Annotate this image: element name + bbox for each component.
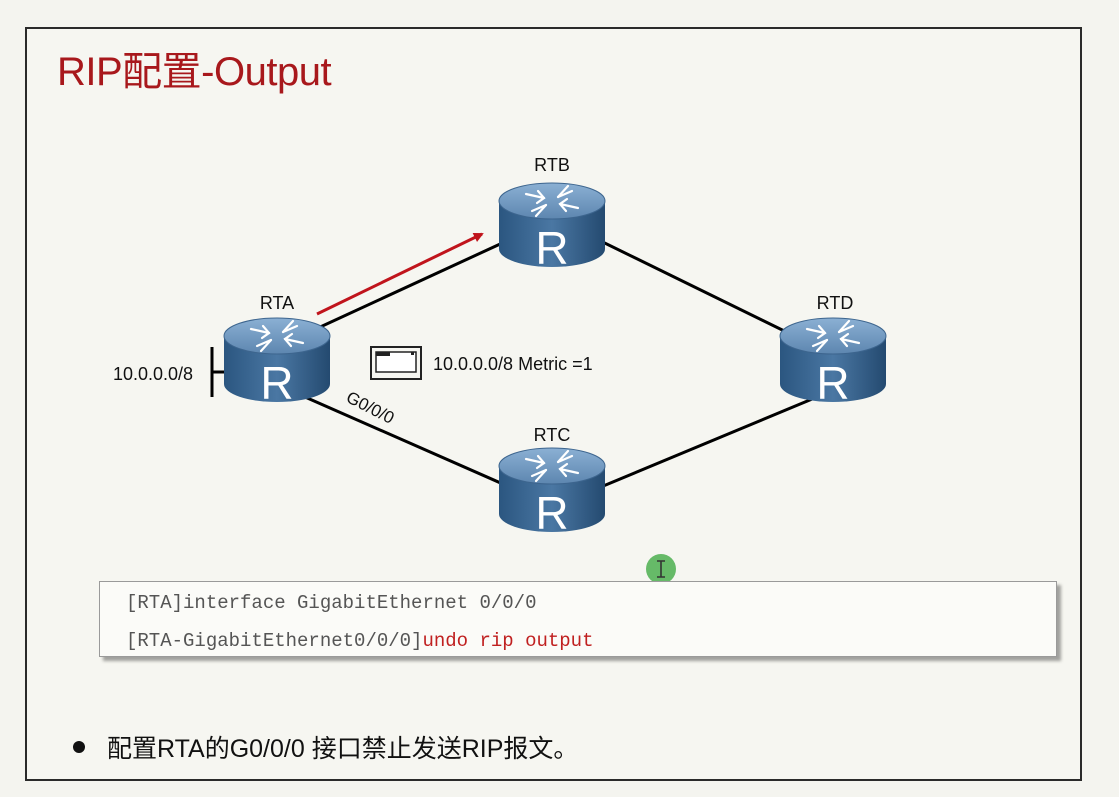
update-label: 10.0.0.0/8 Metric =1	[433, 354, 593, 374]
router-rtd-label: RTD	[817, 293, 854, 313]
command-line-1: [RTA]interface GigabitEthernet 0/0/0	[126, 592, 536, 614]
topology-diagram: R R R R RTA RTB RTC RTD 10.0.0.0/8 G0/0/…	[113, 155, 888, 584]
command-text-2: [RTA-GigabitEthernet0/0/0]	[126, 630, 423, 652]
command-text-1: [RTA]interface GigabitEthernet 0/0/0	[126, 592, 537, 614]
bullet-text: 配置RTA的G0/0/0 接口禁止发送RIP报文。	[107, 735, 579, 763]
slide-title: RIP配置-Output	[57, 50, 332, 94]
link-rtb-rtd	[571, 225, 818, 349]
link-rta-rtc	[304, 395, 538, 501]
network-label: 10.0.0.0/8	[113, 364, 193, 384]
router-rtb-label: RTB	[534, 155, 570, 175]
router-rtd-glyph: R	[816, 357, 849, 409]
text-cursor-icon	[646, 554, 676, 584]
command-line-2: [RTA-GigabitEthernet0/0/0]undo rip outpu…	[126, 630, 593, 652]
router-rta-glyph: R	[260, 357, 293, 409]
command-box: [RTA]interface GigabitEthernet 0/0/0 [RT…	[99, 581, 1057, 657]
interface-label: G0/0/0	[343, 388, 397, 428]
update-packet-icon	[370, 346, 422, 380]
bullet-item: 配置RTA的G0/0/0 接口禁止发送RIP报文。	[73, 729, 578, 765]
router-rtc-label: RTC	[534, 425, 571, 445]
router-rtb-glyph: R	[535, 222, 568, 274]
router-rta-label: RTA	[260, 293, 294, 313]
slide-frame: RIP配置-Output	[25, 27, 1082, 781]
rip-update-arrow	[316, 232, 484, 316]
router-rtc-glyph: R	[535, 487, 568, 539]
command-highlight-2: undo rip output	[422, 630, 594, 652]
link-rta-rtb	[304, 225, 538, 336]
link-rtc-rtd	[571, 395, 818, 501]
bullet-dot	[73, 741, 85, 753]
